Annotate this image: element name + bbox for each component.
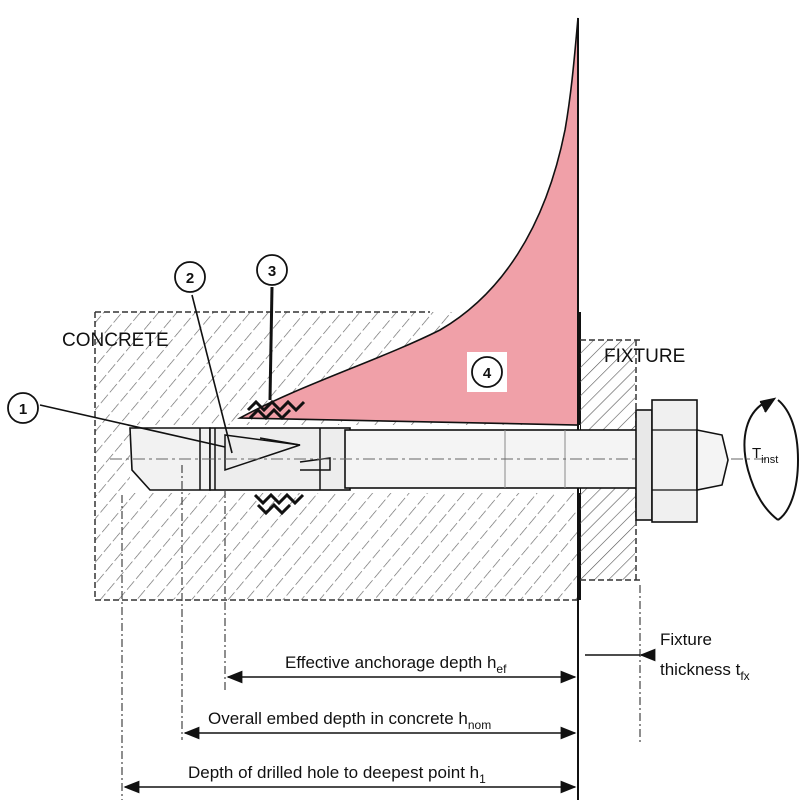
callout-1: 1: [7, 392, 39, 424]
callout-3: 3: [256, 254, 288, 286]
callout-2: 2: [174, 261, 206, 293]
svg-text:3: 3: [268, 263, 276, 280]
dimension-extension-lines: [121, 465, 641, 800]
svg-text:1: 1: [19, 401, 27, 418]
callout-leaders: [39, 286, 274, 454]
dimension-hef-label: Effective anchorage depth hef: [285, 653, 507, 676]
compression-marks: [246, 399, 306, 516]
torque-label: Tinst: [752, 445, 778, 466]
washer-nut: [635, 399, 729, 523]
fixture-thickness-label-line1: Fixture: [660, 630, 712, 649]
concrete-label: CONCRETE: [62, 330, 169, 351]
fixture-label: FIXTURE: [604, 346, 685, 367]
dimension-lines: [123, 648, 656, 794]
svg-text:4: 4: [483, 365, 492, 382]
anchor-bolt: [110, 427, 770, 491]
stress-distribution: [236, 17, 579, 426]
torque-arrow-icon: [743, 397, 800, 521]
callout-4: 4: [467, 352, 507, 392]
svg-text:2: 2: [186, 270, 194, 287]
dimension-hnom-label: Overall embed depth in concrete hnom: [208, 709, 491, 732]
fixture-thickness-label-line2: thickness tfx: [660, 660, 750, 683]
dimension-h1-label: Depth of drilled hole to deepest point h…: [188, 763, 486, 786]
